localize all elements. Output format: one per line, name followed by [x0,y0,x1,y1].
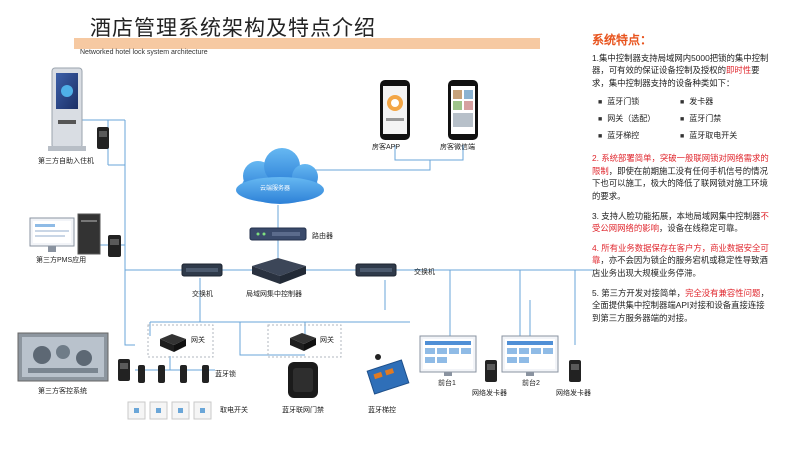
device-type-item: 发卡器 [680,96,762,110]
switch-right-device [355,263,397,277]
label-bt-access: 蓝牙联网门禁 [282,407,324,414]
device-type-item: 蓝牙门锁 [598,96,680,110]
label-guest-wechat: 房客微信端 [440,144,475,151]
device-type-item: 网关（选配） [598,113,680,127]
gateway1-device [160,334,186,352]
feature-4: 4. 所有业务数据保存在客户方，商业数据安全可靠，亦不会因为锁企的服务宕机或稳定… [592,242,769,278]
label-bt-lock: 蓝牙锁 [215,371,236,378]
connection-lines [80,119,595,371]
device-type-item: 蓝牙取电开关 [680,130,762,144]
gateway2-device [290,333,316,351]
label-card-issuer2: 网络发卡器 [556,390,591,397]
router-device [249,227,307,241]
cloud-server-shape [236,148,324,204]
card-issuer2-device [569,360,581,382]
label-gateway2: 网关 [320,337,334,344]
feature-5: 5. 第三方开发对接简单，完全没有兼容性问题，全面提供集中控制器端API对接和设… [592,287,769,323]
label-gateway1: 网关 [191,337,205,344]
front-desk1-monitor [419,335,477,376]
features-panel: 系统特点： 1.集中控制器支持局域网内5000把锁的集中控制器，可有效的保证设备… [592,34,772,331]
lan-controller-device [252,258,306,284]
label-front-desk1: 前台1 [438,380,456,387]
feature-1: 1.集中控制器支持局域网内5000把锁的集中控制器，可有效的保证设备控制及授权的… [592,52,769,88]
kiosk-device [48,67,86,151]
phone-wechat [448,80,478,140]
feature-2: 2. 系统部署简单，突破一般联网锁对网络需求的限制，即使在前期施工没有任何手机信… [592,153,769,201]
label-guest-control: 第三方客控系统 [38,388,87,395]
label-card-issuer1: 网络发卡器 [472,390,507,397]
label-kiosk: 第三方自助入住机 [38,158,94,165]
label-power-switch: 取电开关 [220,407,248,414]
label-switch-right: 交换机 [414,269,435,276]
label-cloud: 云端服务器 [260,186,291,192]
label-router: 路由器 [312,233,333,240]
gateway1-box [147,324,214,358]
card-reader-kiosk [97,127,109,149]
phone-app [380,80,410,140]
switch-left-device [181,263,223,277]
device-type-list: 蓝牙门锁 发卡器 网关（选配） 蓝牙门禁 蓝牙梯控 蓝牙取电开关 [598,96,772,143]
card-reader-pms [108,235,121,257]
page-title: 酒店管理系统架构及特点介绍 [90,16,376,40]
bt-access-device [288,362,318,398]
label-lan-controller: 局域网集中控制器 [246,291,302,298]
page-subtitle: Networked hotel lock system architecture [80,49,208,56]
device-type-item: 蓝牙门禁 [680,113,762,127]
card-reader-guest-control [118,359,130,381]
label-pms: 第三方PMS应用 [36,257,87,264]
features-heading: 系统特点： [592,33,653,47]
front-desk2-monitor [501,335,559,376]
guest-control-panel [17,332,109,382]
label-bt-elevator: 蓝牙梯控 [368,407,396,414]
label-guest-app: 房客APP [372,144,401,151]
power-switch-row [127,401,212,420]
label-switch-left: 交换机 [192,291,213,298]
pms-computer [29,213,101,255]
gateway2-box [267,324,342,358]
feature-3: 3. 支持人脸功能拓展，本地局域网集中控制器不受公网网络的影响，设备在线稳定可靠… [592,210,769,234]
label-front-desk2: 前台2 [522,380,540,387]
device-type-item: 蓝牙梯控 [598,130,680,144]
bt-elevator-device [366,354,410,395]
bt-lock-row [138,365,209,383]
title-underline-bar [74,38,540,49]
card-issuer1-device [485,360,497,382]
